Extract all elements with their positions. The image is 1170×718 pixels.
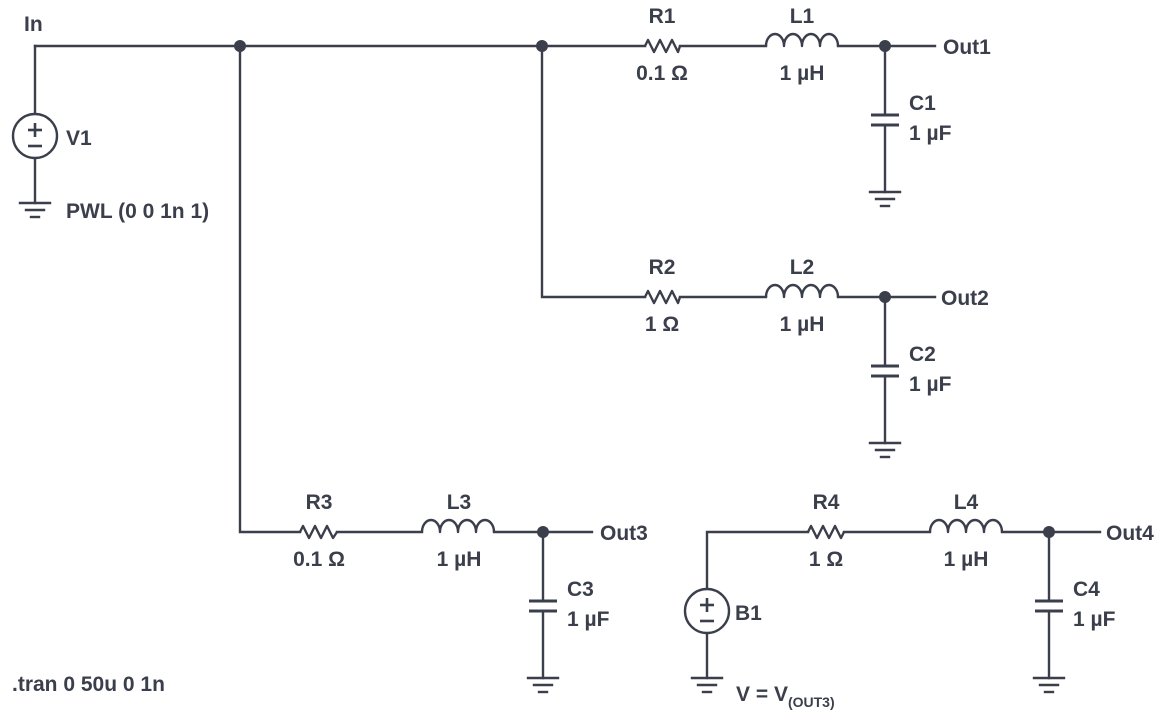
inductor-l2-symbol	[764, 283, 840, 299]
b1-expression-prefix: V = V	[736, 683, 788, 706]
resistor-r1-symbol	[643, 38, 682, 54]
resistor-r4-symbol	[806, 524, 846, 540]
junction-dot	[536, 40, 548, 52]
l2-name-label: L2	[790, 256, 815, 279]
b1-expression-subscript: (OUT3)	[788, 694, 835, 710]
capacitor-c4-symbol	[1035, 599, 1063, 613]
c1-value-label: 1 µF	[909, 122, 952, 145]
ground-icon	[18, 201, 52, 219]
inductor-l4-symbol	[928, 518, 1004, 534]
capacitor-c2-symbol	[871, 364, 899, 378]
junction-dot	[537, 526, 549, 538]
grounds	[18, 190, 1066, 694]
l3-value-label: 1 µH	[437, 548, 482, 571]
voltage-source-v1	[11, 112, 59, 160]
simulation-directive: .tran 0 50u 0 1n	[12, 673, 165, 696]
c2-name-label: C2	[909, 343, 936, 366]
r1-value-label: 0.1 Ω	[636, 62, 688, 85]
net-label-out1: Out1	[943, 36, 991, 59]
junction-dot	[879, 291, 891, 303]
l3-name-label: L3	[447, 491, 472, 514]
c3-name-label: C3	[567, 578, 594, 601]
l4-name-label: L4	[954, 491, 979, 514]
resistor-r2-symbol	[643, 289, 682, 305]
wire-branch-2	[540, 44, 647, 299]
inductors	[420, 32, 1004, 534]
ground-icon	[868, 190, 902, 208]
resistors	[298, 38, 846, 540]
c3-value-label: 1 µF	[567, 608, 610, 631]
c1-name-label: C1	[909, 92, 936, 115]
v1-value-label: PWL (0 0 1n 1)	[66, 200, 209, 223]
plus-minus-icon	[700, 598, 714, 623]
inductor-l1-symbol	[764, 32, 840, 48]
net-label-out2: Out2	[941, 287, 989, 310]
junction-dot	[234, 40, 246, 52]
ground-icon	[1032, 676, 1066, 694]
behavioral-source-b1	[683, 587, 731, 635]
plus-minus-icon	[28, 123, 42, 148]
l2-value-label: 1 µH	[780, 313, 825, 336]
v1-name-label: V1	[66, 127, 92, 150]
r2-value-label: 1 Ω	[645, 313, 679, 336]
r1-name-label: R1	[649, 5, 676, 28]
capacitors	[529, 113, 1063, 613]
c2-value-label: 1 µF	[909, 373, 952, 396]
r3-value-label: 0.1 Ω	[293, 548, 345, 571]
b1-name-label: B1	[735, 602, 762, 625]
ground-icon	[526, 676, 560, 694]
wire-b1-top	[705, 530, 810, 592]
resistor-r3-symbol	[298, 524, 338, 540]
ground-icon	[868, 441, 902, 459]
b1-expression-label: V = V(OUT3)	[736, 683, 835, 710]
labels: In Out1 Out2 Out3 Out4 V1 PWL (0 0 1n 1)…	[12, 5, 1154, 710]
net-label-out4: Out4	[1106, 522, 1154, 545]
r3-name-label: R3	[306, 491, 333, 514]
l1-value-label: 1 µH	[780, 62, 825, 85]
ground-icon	[690, 676, 724, 694]
r4-name-label: R4	[813, 491, 840, 514]
junctions	[234, 40, 1055, 538]
junction-dot	[879, 40, 891, 52]
junction-dot	[1043, 526, 1055, 538]
wires	[33, 44, 1102, 680]
capacitor-c3-symbol	[529, 599, 557, 613]
c4-value-label: 1 µF	[1073, 608, 1116, 631]
inductor-l3-symbol	[420, 518, 496, 534]
net-label-in: In	[24, 13, 43, 36]
l4-value-label: 1 µH	[944, 548, 989, 571]
l1-name-label: L1	[790, 5, 815, 28]
capacitor-c1-symbol	[871, 113, 899, 127]
r4-value-label: 1 Ω	[809, 548, 843, 571]
c4-name-label: C4	[1073, 578, 1100, 601]
net-label-out3: Out3	[600, 522, 648, 545]
wire-branch-3	[238, 44, 302, 534]
r2-name-label: R2	[649, 256, 676, 279]
